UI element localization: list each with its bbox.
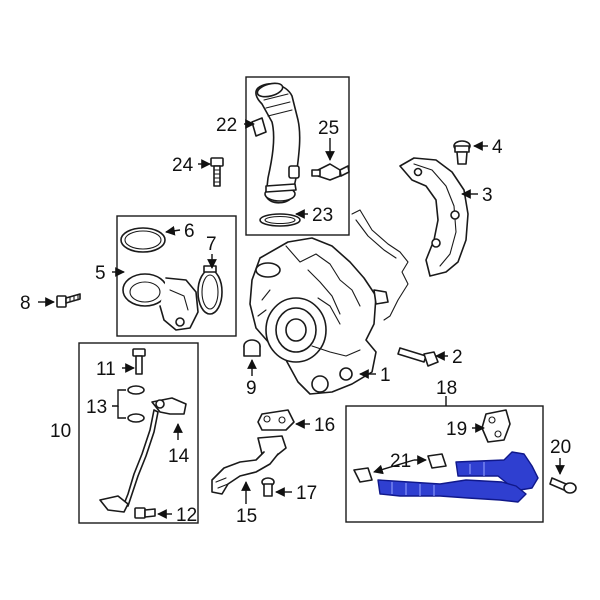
- callout-8: 8: [20, 293, 31, 314]
- bolt-8-part[interactable]: [56, 293, 81, 308]
- turbocharger-part[interactable]: [249, 237, 389, 395]
- callout-9: 9: [246, 378, 257, 399]
- gasket-16-part[interactable]: [257, 409, 295, 431]
- callout-14: 14: [168, 446, 190, 467]
- callout-21: 21: [390, 451, 411, 472]
- group-box-coolant-tubes: [345, 405, 544, 523]
- banjo-bolt-part[interactable]: [132, 348, 146, 375]
- heat-shield-part[interactable]: [399, 157, 469, 277]
- callout-18: 18: [436, 378, 457, 399]
- callout-23: 23: [312, 205, 333, 226]
- clamp-ring-part[interactable]: [259, 213, 301, 227]
- callout-11: 11: [96, 359, 116, 380]
- callout-13: 13: [86, 397, 107, 418]
- callout-1: 1: [380, 365, 391, 386]
- callout-22: 22: [216, 115, 237, 136]
- callout-20: 20: [550, 437, 571, 458]
- oil-drain-tube-part[interactable]: [211, 435, 287, 495]
- leader-13b: [117, 406, 126, 419]
- oil-feed-tube-part[interactable]: [99, 397, 187, 513]
- callout-19: 19: [446, 419, 467, 440]
- sensor-part[interactable]: [311, 163, 350, 181]
- hose-clamps-part[interactable]: [353, 453, 447, 483]
- bracket-part[interactable]: [351, 209, 409, 321]
- callout-4: 4: [492, 137, 503, 158]
- callout-12: 12: [176, 505, 197, 526]
- callout-25: 25: [318, 118, 339, 139]
- coolant-tube-assembly-part[interactable]: [377, 451, 539, 503]
- bolt-20-part[interactable]: [549, 477, 577, 494]
- plug-part[interactable]: [243, 339, 261, 357]
- callout-10: 10: [50, 421, 71, 442]
- leader-6: [165, 225, 181, 236]
- leader-13: [112, 389, 126, 407]
- callout-24: 24: [172, 155, 194, 176]
- callout-2: 2: [452, 347, 463, 368]
- bolt-4-part[interactable]: [453, 140, 471, 165]
- bolt-17-part[interactable]: [261, 477, 275, 497]
- clamp-7-part[interactable]: [197, 265, 223, 315]
- callout-5: 5: [95, 263, 106, 284]
- callout-17: 17: [296, 483, 317, 504]
- gasket-19-part[interactable]: [481, 409, 511, 443]
- callout-7: 7: [206, 234, 217, 255]
- bolt-2-part[interactable]: [397, 347, 439, 367]
- washers-part[interactable]: [127, 385, 145, 423]
- callout-3: 3: [482, 185, 493, 206]
- callout-6: 6: [184, 221, 195, 242]
- callout-16: 16: [314, 415, 335, 436]
- leader-21: [373, 459, 415, 475]
- o-ring-part[interactable]: [120, 227, 166, 253]
- intake-hose-part[interactable]: [251, 81, 301, 204]
- callout-15: 15: [236, 506, 257, 527]
- inlet-elbow-part[interactable]: [122, 273, 199, 331]
- group-box-intake-hose: [245, 76, 350, 236]
- group-box-oil-feed: [78, 342, 199, 524]
- bolt-12-part[interactable]: [134, 507, 156, 519]
- bolt-24-part[interactable]: [210, 157, 224, 187]
